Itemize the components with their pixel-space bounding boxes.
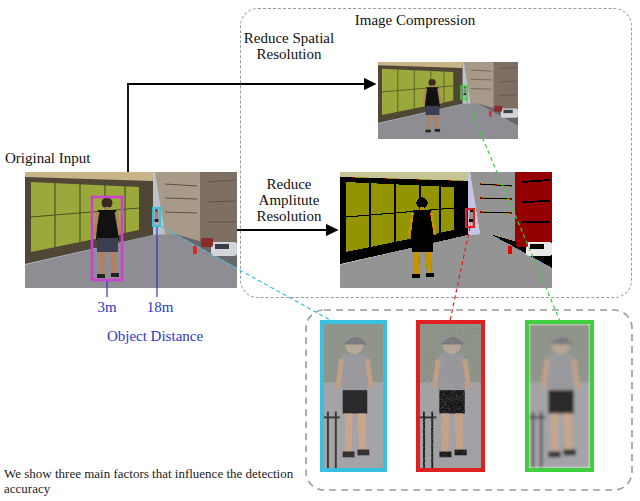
- spatial-crop: [529, 324, 590, 468]
- amplitude-reduced-image: [340, 172, 552, 288]
- amplitude-crop: [420, 324, 481, 468]
- spatial-crop: [529, 324, 590, 468]
- operation-label: Reduce Amplitute Resolution: [256, 176, 321, 224]
- group-title: Image Compression: [241, 11, 631, 29]
- axis-label: Object Distance: [107, 328, 203, 344]
- distance-value: 18m: [137, 299, 183, 315]
- operation-label: Reduce Spatial Resolution: [244, 30, 334, 62]
- input-label: Original Input: [5, 150, 90, 166]
- input-label: Original Input: [5, 150, 123, 166]
- figure-caption: We show three main factors that influenc…: [4, 466, 300, 496]
- operation-label: Reduce Spatial Resolution: [243, 30, 335, 62]
- near-object-box: [92, 197, 122, 280]
- original-image: [25, 172, 237, 288]
- distance-value: 3m: [87, 299, 127, 315]
- distance-leader: [156, 227, 157, 297]
- spatial-reduced-image: [378, 62, 518, 139]
- crop-frame: [527, 322, 592, 470]
- amplitude-reduced-image: [340, 172, 552, 288]
- flow-arrow: [237, 229, 337, 231]
- crop-leader: [160, 226, 332, 321]
- crop-frame: [322, 322, 385, 470]
- far-object-box: [466, 209, 474, 227]
- amplitude-crop: [420, 324, 481, 468]
- crop-leader: [466, 99, 560, 321]
- distance-value: 3m: [97, 299, 116, 315]
- original-crop: [324, 324, 383, 468]
- flow-arrow: [128, 84, 375, 172]
- amplitude-crop: [420, 324, 481, 468]
- crop-group-box: [306, 310, 632, 490]
- operation-label: Reduce Amplitute Resolution: [243, 176, 335, 224]
- original-crop: [324, 324, 383, 468]
- crop-leader: [450, 227, 470, 321]
- distance-value: 18m: [147, 299, 174, 315]
- axis-label: Object Distance: [90, 328, 220, 344]
- far-object-box: [461, 86, 467, 99]
- crop-frame: [418, 322, 483, 470]
- distance-leader: [106, 281, 107, 297]
- far-object-box: [153, 208, 160, 226]
- spatial-crop: [529, 324, 590, 468]
